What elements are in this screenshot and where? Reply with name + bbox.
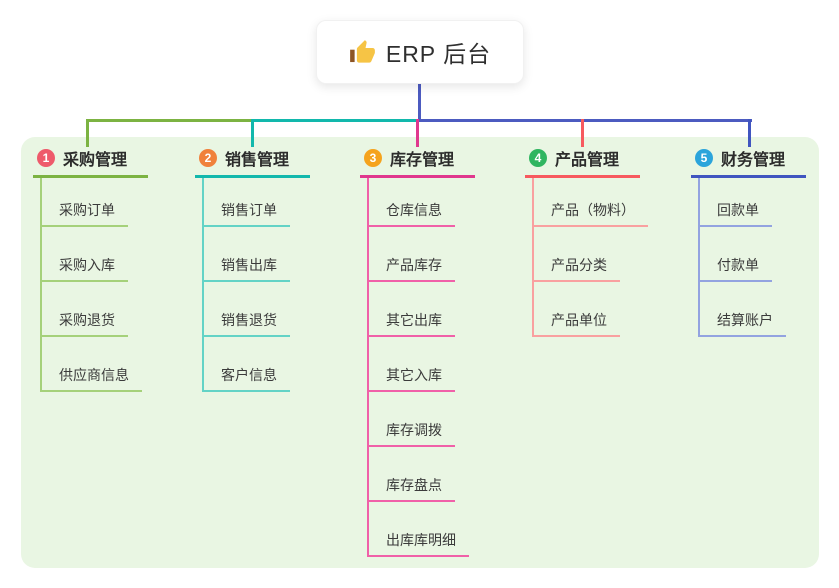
child-label: 产品库存 [386, 257, 442, 273]
child-label: 销售出库 [221, 257, 277, 273]
branch-label: 产品管理 [555, 151, 620, 169]
child-node[interactable]: 供应商信息 [42, 337, 142, 392]
branch-column-5: 5 财务管理回款单付款单结算账户 [691, 146, 806, 337]
child-label: 采购入库 [59, 257, 115, 273]
child-label: 其它出库 [386, 312, 442, 328]
branches-panel [21, 137, 819, 568]
branch-number-badge: 1 [37, 148, 55, 167]
bus-line-teal [254, 119, 419, 122]
branch-number-badge: 5 [695, 148, 713, 167]
child-label: 客户信息 [221, 367, 277, 383]
branch-column-3: 3 库存管理仓库信息产品库存其它出库其它入库库存调拨库存盘点出库库明细 [360, 146, 475, 557]
child-node[interactable]: 产品分类 [534, 227, 620, 282]
child-node[interactable]: 销售订单 [204, 178, 290, 227]
branch-drop-line-2 [251, 119, 254, 147]
child-label: 销售订单 [221, 202, 277, 218]
branch-column-2: 2 销售管理销售订单销售出库销售退货客户信息 [195, 146, 310, 392]
branch-label: 销售管理 [225, 151, 290, 169]
child-label: 付款单 [717, 257, 759, 273]
branch-drop-line-3 [416, 119, 419, 147]
root-title: ERP 后台 [385, 41, 492, 67]
root-node[interactable]: ERP 后台 [316, 20, 524, 84]
branch-label: 财务管理 [721, 151, 786, 169]
child-node[interactable]: 采购退货 [42, 282, 128, 337]
child-label: 库存调拨 [386, 422, 442, 438]
child-label: 回款单 [717, 202, 759, 218]
child-label: 库存盘点 [386, 477, 442, 493]
child-node[interactable]: 付款单 [700, 227, 772, 282]
child-node[interactable]: 产品单位 [534, 282, 620, 337]
child-node[interactable]: 产品库存 [369, 227, 455, 282]
child-label: 采购订单 [59, 202, 115, 218]
branch-column-1: 1 采购管理采购订单采购入库采购退货供应商信息 [33, 146, 148, 392]
branch-label: 采购管理 [63, 151, 128, 169]
child-node[interactable]: 采购订单 [42, 178, 128, 227]
branch-children: 回款单付款单结算账户 [698, 178, 786, 337]
branch-label: 库存管理 [390, 151, 455, 169]
child-node[interactable]: 销售出库 [204, 227, 290, 282]
child-node[interactable]: 库存盘点 [369, 447, 455, 502]
child-label: 产品（物料） [551, 202, 635, 218]
branch-column-4: 4 产品管理产品（物料） 产品分类产品单位 [525, 146, 648, 337]
branch-number-badge: 4 [529, 148, 547, 167]
branch-node-3[interactable]: 3 库存管理 [360, 146, 475, 178]
child-label: 供应商信息 [59, 367, 129, 383]
child-node[interactable]: 销售退货 [204, 282, 290, 337]
root-connector-line [418, 84, 421, 121]
branch-drop-line-1 [86, 119, 89, 147]
branch-node-5[interactable]: 5 财务管理 [691, 146, 806, 178]
thumbs-up-icon [349, 39, 376, 66]
branch-children: 产品（物料） 产品分类产品单位 [532, 178, 648, 337]
bus-line-green [86, 119, 254, 122]
child-label: 结算账户 [717, 312, 773, 328]
child-label: 出库库明细 [386, 532, 456, 548]
branch-node-4[interactable]: 4 产品管理 [525, 146, 640, 178]
child-node[interactable]: 客户信息 [204, 337, 290, 392]
branch-children: 仓库信息产品库存其它出库其它入库库存调拨库存盘点出库库明细 [367, 178, 469, 557]
child-label: 产品单位 [551, 312, 607, 328]
child-node[interactable]: 其它出库 [369, 282, 455, 337]
child-node[interactable]: 其它入库 [369, 337, 455, 392]
child-node[interactable]: 库存调拨 [369, 392, 455, 447]
branch-number-badge: 3 [364, 148, 382, 167]
branch-children: 销售订单销售出库销售退货客户信息 [202, 178, 290, 392]
child-node[interactable]: 产品（物料） [534, 178, 648, 227]
child-label: 采购退货 [59, 312, 115, 328]
child-node[interactable]: 仓库信息 [369, 178, 455, 227]
bus-line-blue [419, 119, 752, 122]
branch-node-1[interactable]: 1 采购管理 [33, 146, 148, 178]
child-label: 仓库信息 [386, 202, 442, 218]
child-node[interactable]: 结算账户 [700, 282, 786, 337]
child-label: 其它入库 [386, 367, 442, 383]
branch-drop-line-5 [748, 119, 751, 147]
child-label: 产品分类 [551, 257, 607, 273]
child-label: 销售退货 [221, 312, 277, 328]
branch-drop-line-4 [581, 119, 584, 147]
branch-node-2[interactable]: 2 销售管理 [195, 146, 310, 178]
branch-number-badge: 2 [199, 148, 217, 167]
child-node[interactable]: 出库库明细 [369, 502, 469, 557]
child-node[interactable]: 采购入库 [42, 227, 128, 282]
child-node[interactable]: 回款单 [700, 178, 772, 227]
branch-children: 采购订单采购入库采购退货供应商信息 [40, 178, 142, 392]
